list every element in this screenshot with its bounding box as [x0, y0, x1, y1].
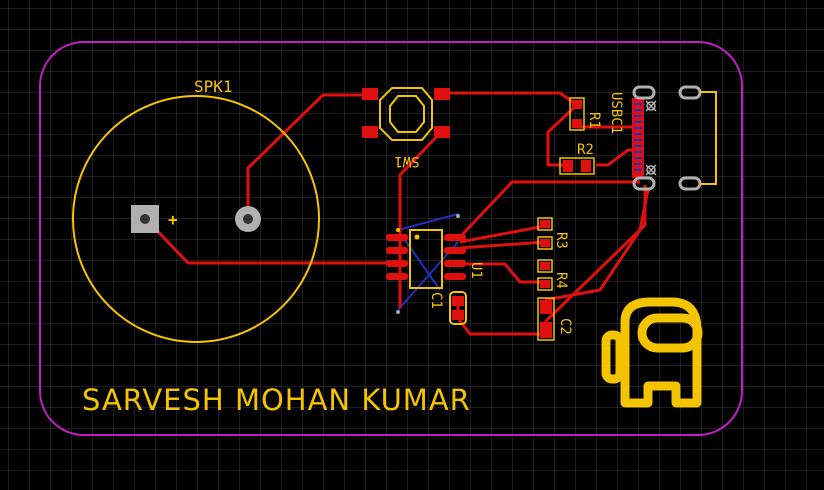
u1-pin1-dot: [414, 234, 420, 240]
c1-pad-2[interactable]: [452, 310, 464, 320]
speaker-outline: [72, 95, 320, 343]
usb-shell-slot: [632, 85, 656, 100]
designator-u1: U1: [468, 262, 484, 279]
capacitor-c2[interactable]: C2: [537, 297, 573, 341]
designator-r2: R2: [577, 142, 594, 158]
switch-actuator: [389, 95, 425, 133]
switch-pad-1[interactable]: [362, 88, 378, 100]
switch-outline: [379, 87, 433, 141]
resistor-r3[interactable]: R3: [537, 217, 569, 250]
u1-outline: [409, 229, 443, 289]
c1-pad-1[interactable]: [452, 296, 464, 306]
among-us-crewmate-icon: [601, 297, 703, 408]
designator-r3: R3: [553, 232, 569, 249]
switch-sw1[interactable]: SW1: [362, 87, 450, 169]
designator-r1: R1: [586, 112, 602, 129]
owner-name-silkscreen: SARVESH MOHAN KUMAR: [82, 383, 471, 417]
speaker-spk1[interactable]: + SPK1: [72, 77, 320, 343]
resistor-r2[interactable]: R2: [559, 142, 595, 175]
designator-c1: C1: [428, 292, 444, 309]
resistor-r1[interactable]: R1: [569, 97, 602, 131]
designator-sw1: SW1: [394, 153, 419, 169]
speaker-pad-hole: [140, 214, 150, 224]
via: [396, 228, 400, 232]
usb-body-outline: [700, 91, 717, 185]
c1-outline: [449, 291, 467, 325]
resistor-r4[interactable]: R4: [537, 259, 569, 291]
designator-spk1: SPK1: [194, 77, 233, 96]
speaker-pad-hole-2: [243, 214, 253, 224]
usb-shell-slot: [632, 176, 656, 191]
ic-u1[interactable]: U1: [386, 214, 484, 314]
capacitor-c1[interactable]: C1: [428, 291, 467, 325]
via: [456, 214, 460, 218]
top-layer-traces[interactable]: [143, 91, 650, 336]
designator-c2: C2: [557, 318, 573, 335]
switch-pad-4[interactable]: [434, 126, 450, 138]
via: [396, 310, 400, 314]
designator-r4: R4: [553, 272, 569, 289]
switch-pad-3[interactable]: [362, 126, 378, 138]
usb-c-connector-usbc1[interactable]: USBC1: [608, 85, 717, 191]
designator-usbc1: USBC1: [608, 92, 624, 134]
board-outline: [39, 41, 743, 436]
polarity-plus-mark: +: [168, 210, 178, 229]
switch-pad-2[interactable]: [434, 88, 450, 100]
